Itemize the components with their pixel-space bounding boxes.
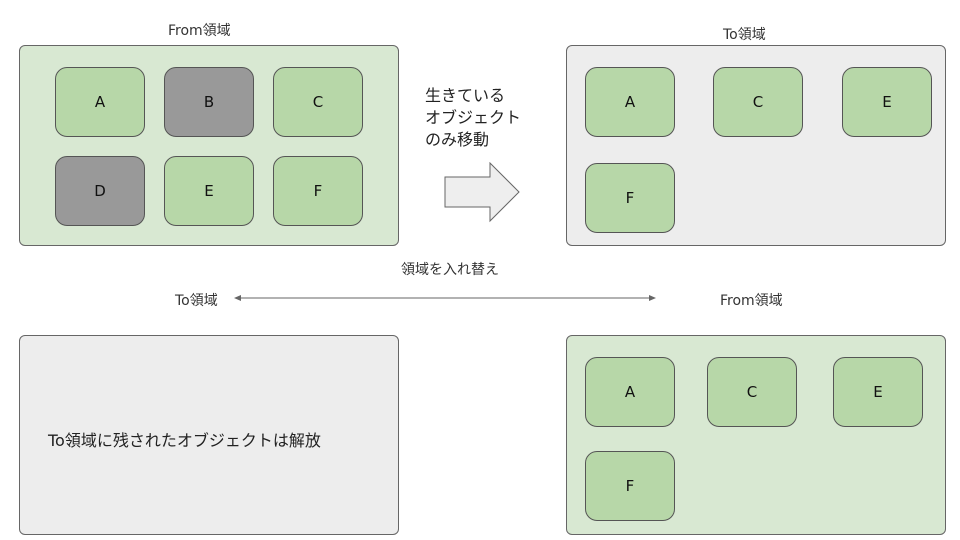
move-step-line-2: オブジェクト xyxy=(425,108,522,127)
new-object-c: C xyxy=(707,357,797,427)
swap-right-label: From領域 xyxy=(720,293,783,309)
swap-left-label: To領域 xyxy=(175,293,218,309)
new-object-a: A xyxy=(585,357,675,427)
released-region: To領域に残されたオブジェクトは解放 xyxy=(19,335,399,535)
object-c: C xyxy=(273,67,363,137)
copied-object-c: C xyxy=(713,67,803,137)
to-region-title: To領域 xyxy=(723,27,766,43)
copied-object-f: F xyxy=(585,163,675,233)
object-e: E xyxy=(164,156,254,226)
new-object-f: F xyxy=(585,451,675,521)
from-region: A B C D E F xyxy=(19,45,399,246)
object-f: F xyxy=(273,156,363,226)
move-step-line-1: 生きている xyxy=(425,86,506,105)
copied-object-e: E xyxy=(842,67,932,137)
object-d: D xyxy=(55,156,145,226)
object-a: A xyxy=(55,67,145,137)
from-region-title: From領域 xyxy=(168,23,231,39)
swap-label: 領域を入れ替え xyxy=(401,262,499,278)
to-region: A C E F xyxy=(566,45,946,246)
object-b: B xyxy=(164,67,254,137)
move-arrow xyxy=(444,162,520,223)
move-step-line-3: のみ移動 xyxy=(425,130,490,149)
copied-object-a: A xyxy=(585,67,675,137)
release-note: To領域に残されたオブジェクトは解放 xyxy=(48,431,321,450)
new-from-region: A C E F xyxy=(566,335,946,535)
new-object-e: E xyxy=(833,357,923,427)
swap-arrow xyxy=(234,295,656,301)
